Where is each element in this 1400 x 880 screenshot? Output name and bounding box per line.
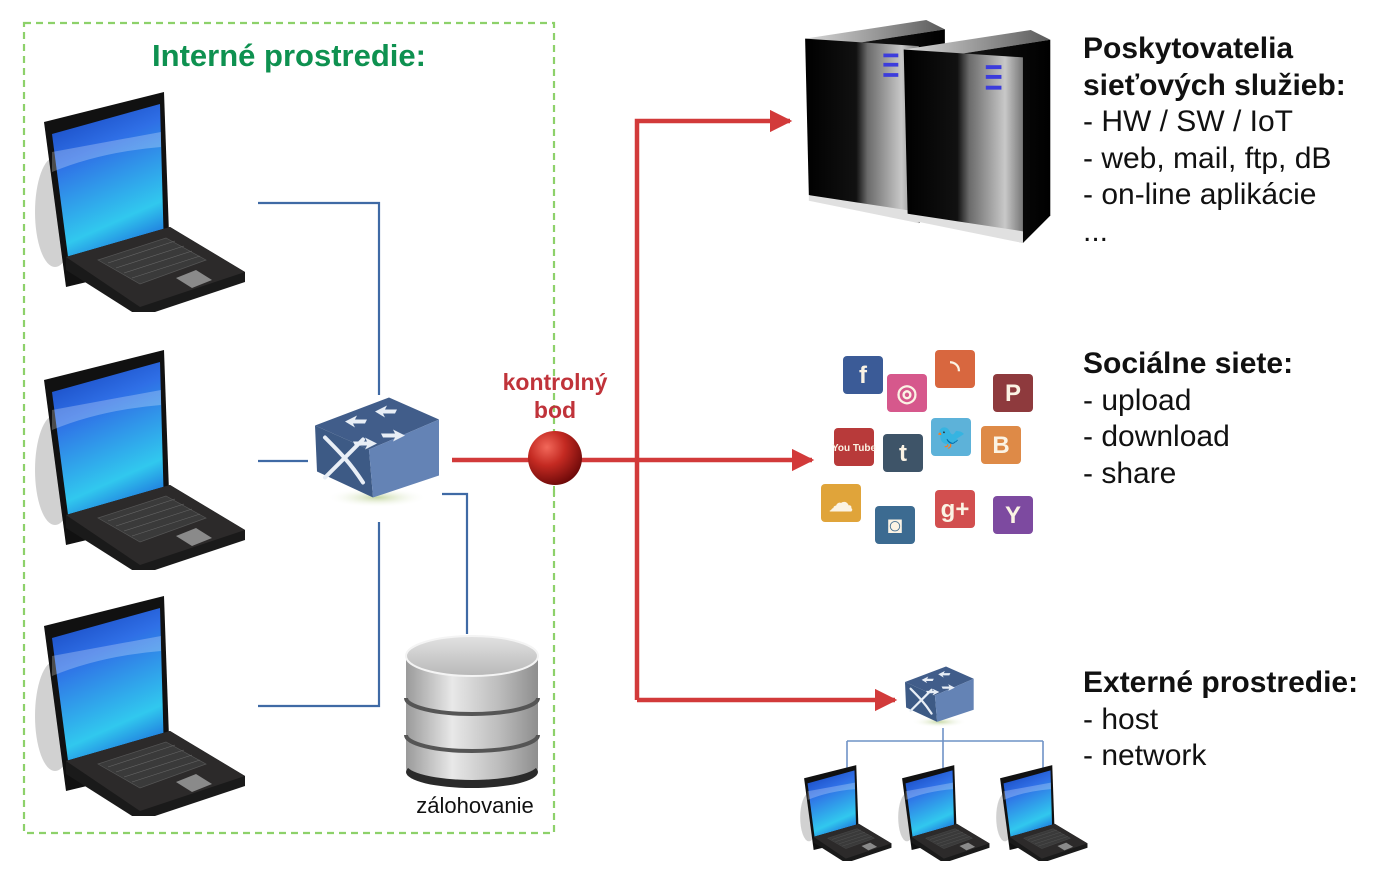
switch-icon-internal bbox=[315, 398, 439, 508]
social-network-icons: f ◎ ◝ P You Tube t 🐦 B ☁ ◙ g+ Y bbox=[821, 350, 1033, 544]
svg-text:◙: ◙ bbox=[888, 512, 903, 539]
social-item: - download bbox=[1083, 420, 1230, 453]
twitter-icon: 🐦 bbox=[931, 418, 971, 456]
control-point-label: kontrolný bod bbox=[480, 368, 630, 424]
svg-text:P: P bbox=[1005, 380, 1021, 407]
svg-text:Y: Y bbox=[1005, 502, 1021, 529]
database-icon-backup bbox=[404, 635, 540, 788]
blogger-icon: B bbox=[981, 426, 1021, 464]
svg-text:🐦: 🐦 bbox=[936, 424, 966, 451]
providers-title-line2: sieťových služieb: bbox=[1083, 68, 1346, 102]
tumblr-icon: t bbox=[883, 434, 923, 472]
providers-item: - HW / SW / IoT bbox=[1083, 105, 1293, 138]
server-icon-providers bbox=[805, 20, 1051, 244]
svg-text:f: f bbox=[859, 362, 868, 389]
switch-icon-external bbox=[905, 665, 975, 729]
google-plus-icon: g+ bbox=[935, 490, 975, 528]
providers-item: ... bbox=[1083, 214, 1109, 248]
lan-line-laptop-3 bbox=[258, 522, 381, 708]
soundcloud-icon: ☁ bbox=[821, 484, 861, 522]
svg-text:B: B bbox=[992, 432, 1009, 459]
external-description: Externé prostredie: - host - network bbox=[1083, 665, 1358, 775]
lan-line-backup bbox=[442, 492, 469, 634]
yahoo-icon: Y bbox=[993, 496, 1033, 534]
control-point-label-line2: bod bbox=[533, 397, 577, 423]
svg-text:☁: ☁ bbox=[829, 490, 853, 517]
external-lan-lines bbox=[846, 728, 1044, 768]
providers-title-line1: Poskytovatelia bbox=[1083, 32, 1294, 65]
laptop-icon-internal-2 bbox=[34, 350, 246, 570]
facebook-icon: f bbox=[843, 356, 883, 394]
internal-environment-title: Interné prostredie: bbox=[152, 38, 426, 73]
social-item: - share bbox=[1083, 456, 1177, 490]
control-point-marker bbox=[528, 431, 582, 485]
svg-text:You Tube: You Tube bbox=[832, 443, 877, 454]
laptop-icon-internal-1 bbox=[34, 92, 246, 312]
social-item: - upload bbox=[1083, 383, 1192, 417]
lan-line-laptop-1 bbox=[258, 201, 381, 395]
internal-environment-boundary bbox=[22, 21, 556, 835]
social-title: Sociálne siete: bbox=[1083, 347, 1294, 380]
providers-description: Poskytovatelia sieťových služieb: - HW /… bbox=[1083, 31, 1346, 250]
backup-label: zálohovanie bbox=[416, 793, 534, 818]
pinterest-icon: P bbox=[993, 374, 1033, 412]
external-item: - network bbox=[1083, 739, 1207, 772]
flow-arrow-providers bbox=[634, 109, 793, 700]
lan-connections bbox=[258, 201, 469, 708]
laptop-icon-external-3 bbox=[995, 765, 1088, 861]
svg-text:g+: g+ bbox=[941, 496, 970, 523]
control-point-label-line1: kontrolný bbox=[502, 369, 608, 395]
dribbble-icon: ◎ bbox=[887, 374, 927, 412]
external-item: - host bbox=[1083, 702, 1159, 736]
social-description: Sociálne siete: - upload - download - sh… bbox=[1083, 346, 1293, 492]
laptop-icon-external-1 bbox=[799, 765, 892, 861]
laptop-icon-external-2 bbox=[897, 765, 990, 861]
providers-item: - on-line aplikácie bbox=[1083, 178, 1317, 211]
instagram-icon: ◙ bbox=[875, 506, 915, 544]
rss-icon: ◝ bbox=[935, 350, 975, 388]
youtube-icon: You Tube bbox=[832, 428, 877, 466]
svg-text:◎: ◎ bbox=[897, 380, 918, 407]
laptop-icon-internal-3 bbox=[34, 596, 246, 816]
svg-text:◝: ◝ bbox=[949, 356, 960, 383]
providers-item: - web, mail, ftp, dB bbox=[1083, 141, 1332, 175]
external-title: Externé prostredie: bbox=[1083, 666, 1359, 699]
svg-text:t: t bbox=[899, 440, 907, 467]
